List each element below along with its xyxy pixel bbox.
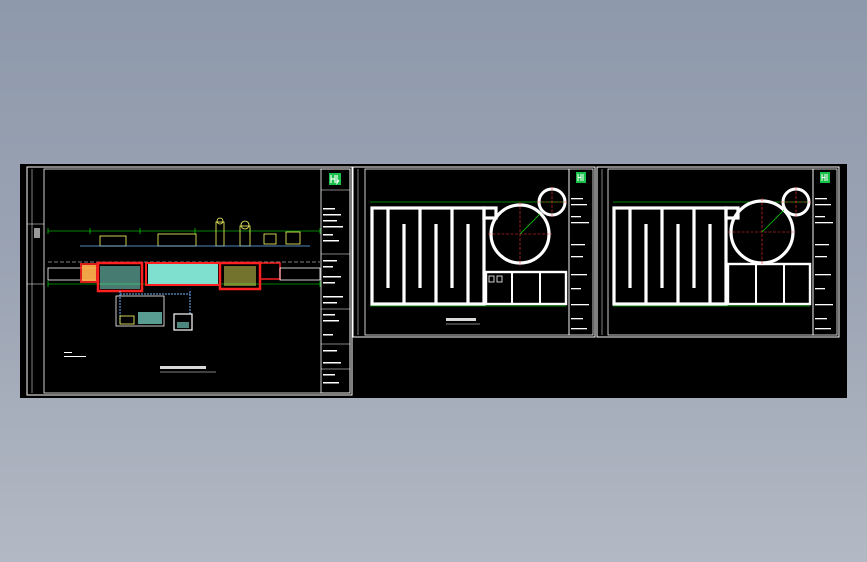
company-logo-icon (576, 172, 586, 183)
title-block (320, 168, 351, 394)
cad-drawing-canvas[interactable] (20, 164, 847, 398)
title-block (568, 168, 594, 336)
serpentine-tank-plan (370, 206, 498, 306)
note-mark (64, 352, 72, 353)
drawing-caption-mark (160, 366, 216, 373)
company-logo-icon (820, 172, 830, 183)
circular-tank-plan (728, 187, 811, 266)
title-block-rows (571, 198, 589, 330)
sheet-border (26, 166, 353, 396)
compartment-plan (484, 270, 568, 306)
serpentine-tank-plan (612, 206, 740, 306)
plan-sheet-2 (596, 166, 840, 338)
company-logo-icon (329, 173, 341, 185)
plan-sheet-1 (352, 166, 596, 338)
process-equipment (80, 217, 310, 247)
title-block-rows (815, 198, 833, 330)
pump-room-section (115, 295, 193, 331)
cad-drawing-viewport[interactable] (20, 164, 847, 398)
section-sheet (26, 166, 353, 396)
tank-section (47, 261, 321, 324)
circular-tank-plan (488, 187, 567, 266)
compartment-plan (726, 262, 812, 306)
title-block-rows (323, 208, 343, 384)
sheet-border (352, 166, 596, 338)
title-block (812, 168, 838, 336)
sheet-border (596, 166, 840, 338)
drawing-caption-mark (446, 318, 480, 325)
